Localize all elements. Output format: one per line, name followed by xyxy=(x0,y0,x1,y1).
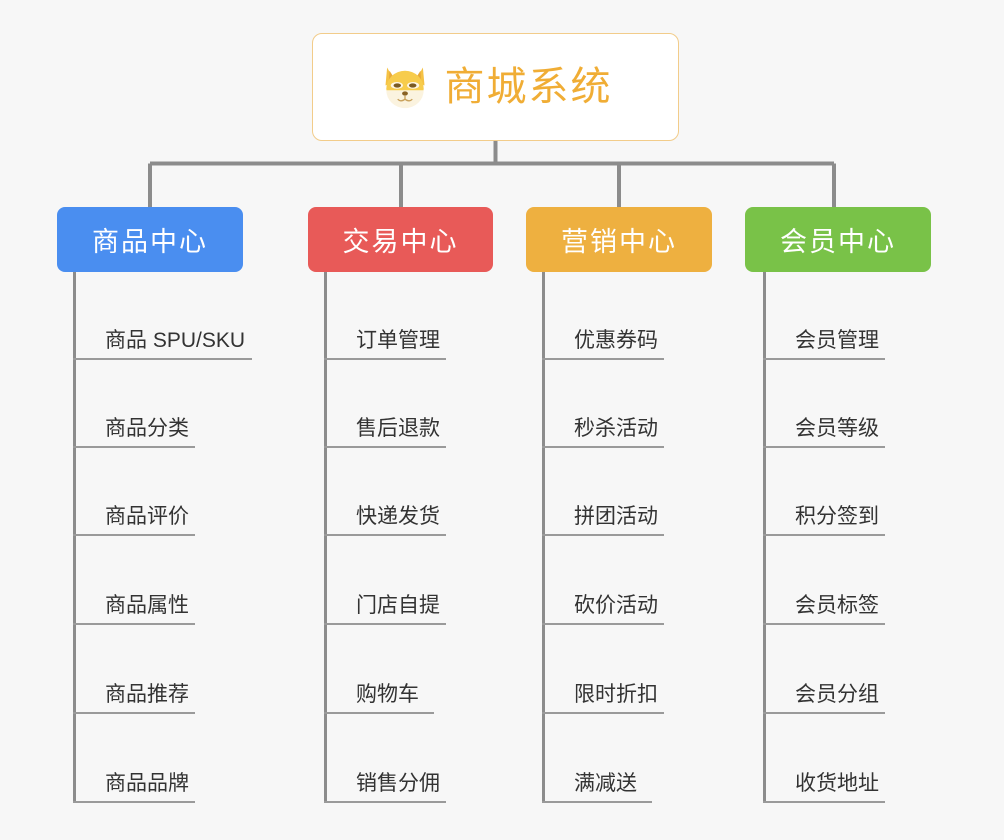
leaf-item[interactable]: 商品分类 xyxy=(73,360,195,448)
branch-column-0: 商品中心 商品 SPU/SKU 商品分类 商品评价 商品属性 商品推荐 xyxy=(57,207,277,803)
leaf-rule xyxy=(763,358,885,360)
shiba-dog-face-icon xyxy=(379,61,431,113)
leaf-rule xyxy=(324,801,446,803)
root-title: 商城系统 xyxy=(444,65,613,109)
branch-header-label-3: 会员中心 xyxy=(780,227,896,257)
leaf-label: 快递发货 xyxy=(356,504,440,528)
leaf-item[interactable]: 商品评价 xyxy=(73,448,195,536)
leaf-rule xyxy=(542,446,664,448)
leaf-rule xyxy=(763,623,885,625)
leaf-rule xyxy=(324,446,446,448)
leaf-label: 商品属性 xyxy=(105,593,189,617)
leaf-label: 订单管理 xyxy=(356,328,440,352)
leaf-label: 会员分组 xyxy=(795,682,879,706)
leaf-label: 销售分佣 xyxy=(356,771,440,795)
branch-header-label-2: 营销中心 xyxy=(561,227,677,257)
leaf-label: 会员等级 xyxy=(795,416,879,440)
leaf-item[interactable]: 门店自提 xyxy=(324,537,446,625)
branch-header-label-1: 交易中心 xyxy=(342,227,459,257)
leaf-label: 会员标签 xyxy=(795,593,879,617)
root-node[interactable]: 商城系统 xyxy=(312,33,679,141)
branch-column-1: 交易中心 订单管理 售后退款 快递发货 门店自提 购物车 xyxy=(308,207,518,803)
branch-spine-1 xyxy=(324,272,327,802)
leaf-item[interactable]: 限时折扣 xyxy=(542,626,664,714)
leaf-rule xyxy=(73,801,195,803)
branch-header-0[interactable]: 商品中心 xyxy=(57,207,243,272)
leaf-rule xyxy=(73,358,252,360)
leaf-label: 拼团活动 xyxy=(574,504,658,528)
leaf-label: 购物车 xyxy=(356,682,419,706)
leaf-item[interactable]: 购物车 xyxy=(324,626,434,714)
leaf-rule xyxy=(73,534,195,536)
leaf-item[interactable]: 会员标签 xyxy=(763,537,885,625)
branch-column-2: 营销中心 优惠券码 秒杀活动 拼团活动 砍价活动 限时折扣 xyxy=(526,207,736,803)
leaf-item[interactable]: 商品品牌 xyxy=(73,715,195,803)
leaf-label: 满减送 xyxy=(574,771,637,795)
leaf-label: 优惠券码 xyxy=(574,328,658,352)
leaf-item[interactable]: 满减送 xyxy=(542,715,652,803)
leaf-item[interactable]: 会员等级 xyxy=(763,360,885,448)
leaf-rule xyxy=(324,623,446,625)
leaf-label: 会员管理 xyxy=(795,328,879,352)
branch-header-1[interactable]: 交易中心 xyxy=(308,207,493,272)
branch-header-label-0: 商品中心 xyxy=(92,227,208,257)
leaf-item[interactable]: 砍价活动 xyxy=(542,537,664,625)
leaf-rule xyxy=(542,358,664,360)
leaf-rule xyxy=(73,712,195,714)
leaf-item[interactable]: 收货地址 xyxy=(763,715,885,803)
leaf-item[interactable]: 快递发货 xyxy=(324,448,446,536)
branch-body-0: 商品 SPU/SKU 商品分类 商品评价 商品属性 商品推荐 商品品牌 xyxy=(57,272,277,803)
leaf-rule xyxy=(73,623,195,625)
leaf-item[interactable]: 会员管理 xyxy=(763,272,885,360)
leaf-label: 门店自提 xyxy=(356,593,440,617)
leaf-item[interactable]: 销售分佣 xyxy=(324,715,446,803)
branch-header-2[interactable]: 营销中心 xyxy=(526,207,712,272)
leaf-item[interactable]: 积分签到 xyxy=(763,448,885,536)
branch-spine-2 xyxy=(542,272,545,802)
leaf-item[interactable]: 商品推荐 xyxy=(73,626,195,714)
leaf-rule xyxy=(542,801,652,803)
leaf-label: 商品 SPU/SKU xyxy=(105,328,246,352)
branch-body-3: 会员管理 会员等级 积分签到 会员标签 会员分组 收货地址 xyxy=(745,272,955,803)
leaf-rule xyxy=(763,801,885,803)
leaf-rule xyxy=(324,358,446,360)
leaf-item[interactable]: 拼团活动 xyxy=(542,448,664,536)
leaf-item[interactable]: 商品 SPU/SKU xyxy=(73,272,252,360)
leaf-label: 积分签到 xyxy=(795,504,879,528)
leaf-label: 商品品牌 xyxy=(105,771,189,795)
branch-spine-0 xyxy=(73,272,76,802)
leaf-rule xyxy=(763,446,885,448)
branch-body-2: 优惠券码 秒杀活动 拼团活动 砍价活动 限时折扣 满减送 xyxy=(526,272,736,803)
leaf-label: 砍价活动 xyxy=(574,593,658,617)
leaf-label: 限时折扣 xyxy=(574,682,658,706)
leaf-label: 商品评价 xyxy=(105,504,189,528)
leaf-rule xyxy=(542,712,664,714)
leaf-label: 售后退款 xyxy=(356,416,440,440)
leaf-rule xyxy=(763,712,885,714)
leaf-item[interactable]: 秒杀活动 xyxy=(542,360,664,448)
leaf-item[interactable]: 优惠券码 xyxy=(542,272,664,360)
leaf-item[interactable]: 售后退款 xyxy=(324,360,446,448)
leaf-rule xyxy=(324,712,434,714)
branch-header-3[interactable]: 会员中心 xyxy=(745,207,931,272)
leaf-rule xyxy=(73,446,195,448)
leaf-label: 商品推荐 xyxy=(105,682,189,706)
leaf-item[interactable]: 订单管理 xyxy=(324,272,446,360)
leaf-rule xyxy=(542,534,664,536)
leaf-rule xyxy=(542,623,664,625)
branch-body-1: 订单管理 售后退款 快递发货 门店自提 购物车 销售分佣 xyxy=(308,272,518,803)
leaf-label: 收货地址 xyxy=(795,771,879,795)
leaf-label: 秒杀活动 xyxy=(574,416,658,440)
leaf-item[interactable]: 会员分组 xyxy=(763,626,885,714)
branch-column-3: 会员中心 会员管理 会员等级 积分签到 会员标签 会员分组 xyxy=(745,207,955,803)
leaf-rule xyxy=(763,534,885,536)
leaf-rule xyxy=(324,534,446,536)
leaf-item[interactable]: 商品属性 xyxy=(73,537,195,625)
branch-spine-3 xyxy=(763,272,766,802)
leaf-label: 商品分类 xyxy=(105,416,189,440)
